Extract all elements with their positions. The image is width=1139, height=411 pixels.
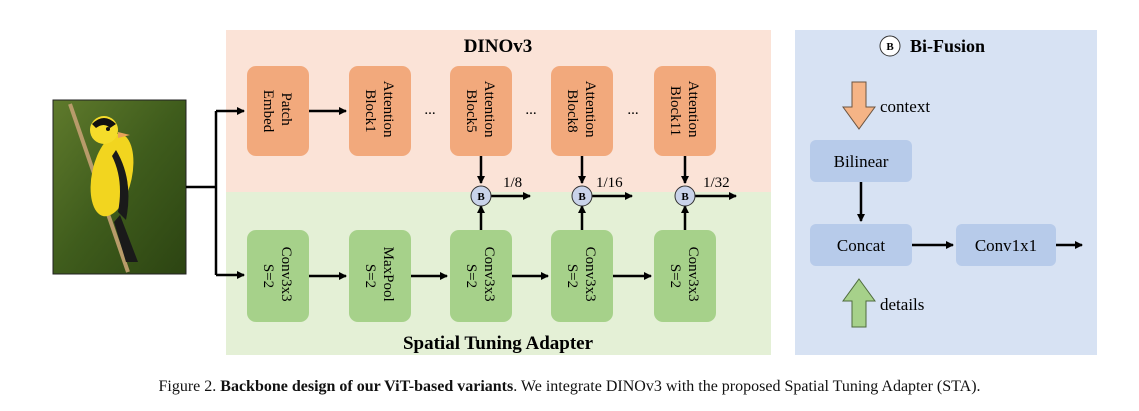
caption-bold: Backbone design of our ViT-based variant… (220, 378, 514, 395)
dino-block-attention-11: Attention Block11 (654, 66, 716, 156)
scale-label-1-8: 1/8 (503, 175, 522, 191)
input-bird-image (52, 99, 187, 275)
dino-block-attention-5: Attention Block5 (450, 66, 512, 156)
scale-label-1-32: 1/32 (703, 175, 730, 191)
svg-text:Attention Block5: Attention Block5 (463, 81, 497, 141)
sta-block-conv-1: Conv3x3 S=2 (247, 230, 309, 322)
svg-text:Conv3x3 S=2: Conv3x3 S=2 (564, 247, 598, 306)
svg-text:MaxPool S=2: MaxPool S=2 (362, 247, 396, 306)
context-label: context (880, 97, 930, 116)
bifusion-title: B Bi-Fusion (879, 35, 985, 57)
conv1x1-box: Conv1x1 (956, 224, 1056, 266)
input-connectors (186, 107, 245, 279)
ellipsis-2: ... (525, 102, 536, 118)
fusion-node-1: B (470, 185, 492, 207)
sta-block-conv-3: Conv3x3 S=2 (551, 230, 613, 322)
svg-text:Conv3x3 S=2: Conv3x3 S=2 (667, 247, 701, 306)
context-arrow-down (842, 81, 876, 130)
svg-text:Bi-Fusion: Bi-Fusion (910, 36, 985, 56)
fusion-node-3: B (674, 185, 696, 207)
svg-text:Concat: Concat (837, 236, 885, 255)
svg-text:Patch Embed: Patch Embed (260, 90, 294, 133)
caption-prefix: Figure 2. (158, 378, 217, 395)
bilinear-box: Bilinear (810, 140, 912, 182)
details-arrow-up (842, 278, 876, 328)
fusion-arrows (477, 156, 737, 230)
caption-rest: . We integrate DINOv3 with the proposed … (513, 378, 981, 395)
sta-title: Spatial Tuning Adapter (403, 333, 594, 354)
scale-label-1-16: 1/16 (596, 175, 623, 191)
svg-text:Bilinear: Bilinear (834, 152, 889, 171)
svg-text:Attention Block11: Attention Block11 (667, 81, 701, 141)
svg-text:Attention Block8: Attention Block8 (564, 81, 598, 141)
svg-text:B: B (477, 191, 485, 203)
fusion-node-2: B (571, 185, 593, 207)
ellipsis-1: ... (424, 102, 435, 118)
svg-text:B: B (578, 191, 586, 203)
svg-text:Attention Block1: Attention Block1 (362, 81, 396, 141)
dino-block-attention-1: Attention Block1 (349, 66, 411, 156)
svg-text:B: B (681, 191, 689, 203)
svg-text:Conv3x3 S=2: Conv3x3 S=2 (463, 247, 497, 306)
figure-caption: Figure 2. Backbone design of our ViT-bas… (0, 378, 1139, 396)
ellipsis-3: ... (627, 102, 638, 118)
sta-block-conv-2: Conv3x3 S=2 (450, 230, 512, 322)
svg-text:Conv3x3 S=2: Conv3x3 S=2 (260, 247, 294, 306)
dinov3-title: DINOv3 (464, 36, 533, 57)
backbone-diagram: DINOv3 Spatial Tuning Adapter Patch Embe… (52, 30, 1097, 355)
svg-text:Conv1x1: Conv1x1 (975, 236, 1037, 255)
bifusion-panel (795, 30, 1097, 355)
sta-block-conv-4: Conv3x3 S=2 (654, 230, 716, 322)
concat-box: Concat (810, 224, 912, 266)
dino-block-patch-embed: Patch Embed (247, 66, 309, 156)
details-label: details (880, 295, 924, 314)
svg-text:B: B (886, 41, 894, 53)
sta-block-maxpool: MaxPool S=2 (349, 230, 411, 322)
dino-block-attention-8: Attention Block8 (551, 66, 613, 156)
